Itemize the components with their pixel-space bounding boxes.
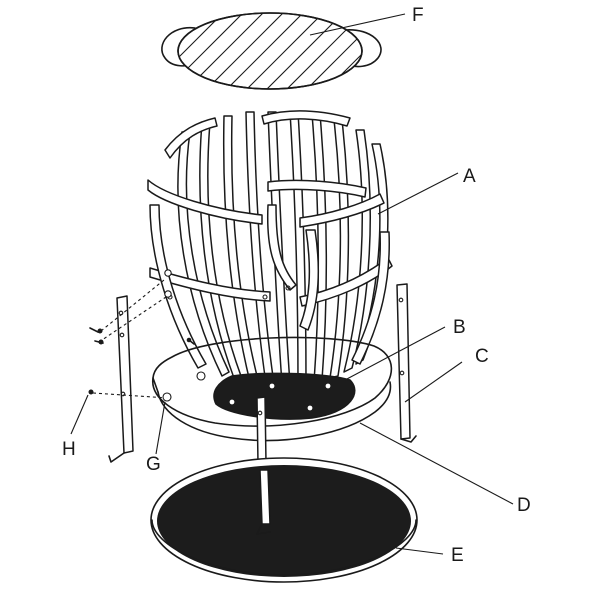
label-g: G bbox=[146, 454, 161, 475]
leader-b bbox=[344, 326, 446, 381]
leader-d bbox=[359, 422, 514, 505]
ash-pan bbox=[150, 457, 418, 583]
label-d: D bbox=[517, 495, 531, 516]
base-ring bbox=[152, 336, 393, 442]
label-b: B bbox=[453, 317, 466, 338]
label-f: F bbox=[412, 5, 424, 26]
leader-c bbox=[404, 361, 463, 403]
basket-bowl bbox=[147, 110, 393, 385]
fasteners bbox=[88, 269, 206, 402]
label-c: C bbox=[475, 346, 489, 367]
leader-lines bbox=[70, 13, 514, 555]
leg-right bbox=[396, 283, 417, 443]
leader-a bbox=[377, 172, 459, 215]
grill-grate bbox=[161, 12, 382, 90]
leader-g bbox=[155, 401, 166, 455]
leader-f bbox=[309, 13, 406, 36]
leg-left bbox=[108, 295, 134, 463]
grate-handle-right bbox=[344, 29, 382, 68]
ash-plate bbox=[213, 372, 356, 420]
label-a: A bbox=[463, 166, 476, 187]
grate-outline bbox=[177, 12, 363, 90]
label-e: E bbox=[451, 545, 464, 566]
leader-e bbox=[395, 547, 444, 555]
leader-h bbox=[70, 394, 89, 435]
label-h: H bbox=[62, 439, 76, 460]
